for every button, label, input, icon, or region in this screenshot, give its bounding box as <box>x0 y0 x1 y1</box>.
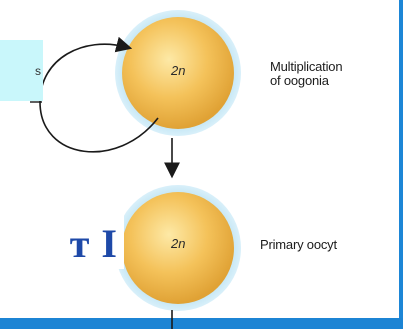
overlay-heading-box: т I <box>0 214 124 269</box>
stage-label-primary-oocyte: Primary oocyt <box>260 237 337 252</box>
overlay-text-box: s <box>0 40 43 101</box>
oogonium-cell <box>115 10 241 136</box>
slide-bottom-band <box>0 318 403 329</box>
overlay-heading-fragment: т I <box>69 221 118 266</box>
cell-body <box>122 192 234 304</box>
ploidy-label: 2n <box>171 236 186 251</box>
stage-label-multiplication: Multiplication of oogonia <box>270 59 343 88</box>
mitosis-loop-arrow <box>39 36 159 153</box>
ploidy-label: 2n <box>171 63 186 78</box>
overlay-text-fragment: s <box>35 64 41 78</box>
primary-oocyte-cell <box>115 185 241 311</box>
cell-body <box>122 17 234 129</box>
